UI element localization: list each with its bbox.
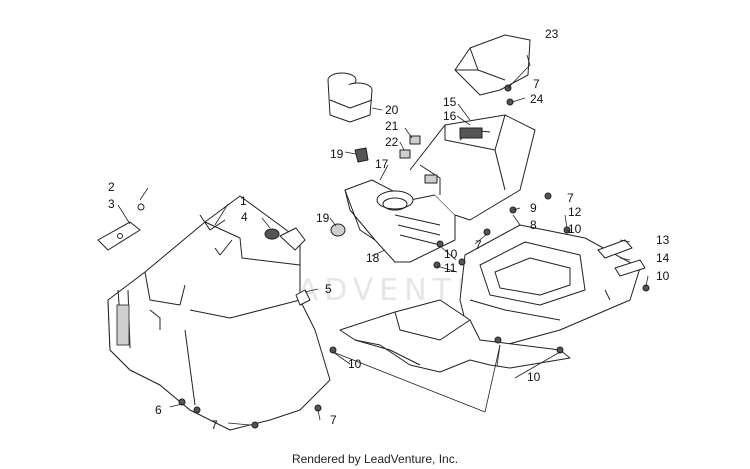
small-pad-21 — [409, 135, 421, 145]
callout-6: 6 — [155, 403, 162, 417]
bracket-13 — [597, 239, 633, 259]
callout-7b: 7 — [330, 413, 337, 427]
callout-7a: 7 — [211, 418, 218, 432]
lower-floorboard — [339, 299, 571, 373]
callout-10a: 10 — [568, 222, 582, 236]
clip-part — [295, 289, 311, 306]
fastener-19b — [330, 223, 346, 237]
callout-14: 14 — [656, 251, 670, 265]
callout-19a: 19 — [330, 147, 344, 161]
callout-2: 2 — [108, 180, 115, 194]
small-pad-22 — [399, 149, 411, 159]
callout-17: 17 — [375, 157, 389, 171]
callout-5: 5 — [325, 282, 332, 296]
center-console — [344, 114, 536, 263]
callout-19b: 19 — [316, 211, 330, 225]
callout-11: 11 — [444, 261, 457, 275]
callout-1: 1 — [240, 194, 247, 208]
callout-9: 9 — [530, 201, 537, 215]
callout-8: 8 — [530, 218, 537, 232]
callout-15: 15 — [443, 95, 457, 109]
knob-part — [264, 227, 306, 251]
callout-7c: 7 — [533, 77, 540, 91]
callout-10c: 10 — [656, 269, 670, 283]
callout-3: 3 — [108, 197, 115, 211]
callout-24: 24 — [530, 92, 544, 106]
callout-10e: 10 — [527, 370, 541, 384]
callout-21: 21 — [385, 119, 399, 133]
callout-23: 23 — [545, 27, 559, 41]
front-fender-housing — [107, 195, 331, 431]
callout-16: 16 — [443, 109, 457, 123]
callout-7d: 7 — [567, 191, 574, 205]
floor-pan — [459, 224, 641, 346]
callout-10d: 10 — [348, 357, 362, 371]
fastener-19a — [354, 147, 369, 163]
callout-labels: 1 2 3 4 5 6 7 7 7 7 7 8 9 10 10 10 10 10… — [108, 27, 670, 432]
callout-4: 4 — [241, 210, 248, 224]
callout-20: 20 — [385, 103, 399, 117]
cup-holder — [327, 72, 373, 123]
bracket-14 — [614, 259, 646, 277]
callout-12: 12 — [568, 205, 582, 219]
armrest-cover — [454, 34, 531, 96]
mounting-bracket — [97, 203, 145, 251]
callout-18: 18 — [366, 251, 380, 265]
render-credit-caption: Rendered by LeadVenture, Inc. — [291, 452, 459, 466]
leader-lines — [117, 54, 649, 426]
callout-7e: 7 — [475, 238, 482, 252]
callout-22: 22 — [385, 135, 399, 149]
callout-10b: 10 — [444, 247, 458, 261]
callout-13: 13 — [656, 233, 670, 247]
